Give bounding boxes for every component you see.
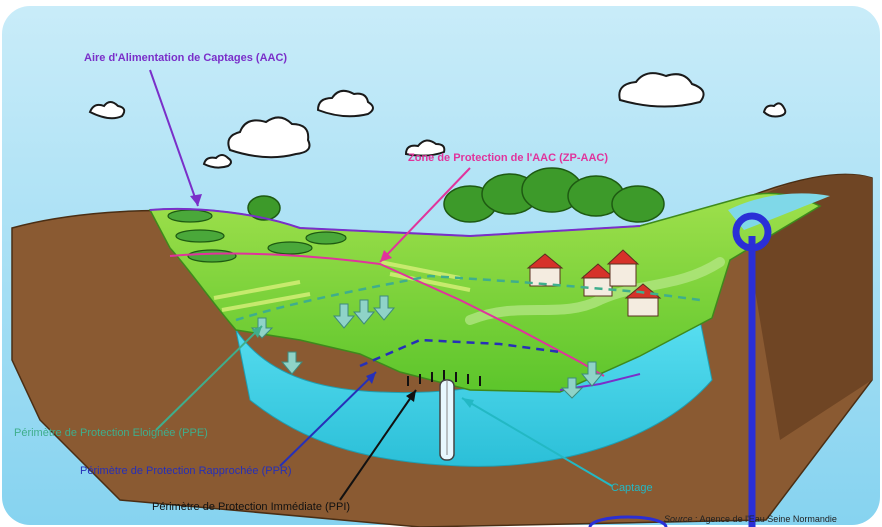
fields <box>213 260 471 312</box>
aac-boundary <box>149 207 641 238</box>
arrow <box>332 303 356 329</box>
house <box>609 261 637 287</box>
captage-label: Captage <box>611 482 653 494</box>
ppr-boundary <box>359 338 561 368</box>
arrow <box>560 377 584 399</box>
hedge <box>187 249 237 263</box>
cloud <box>316 89 374 118</box>
ppe-label: Périmètre de Protection Eloignée (PPE) <box>14 427 208 439</box>
aquifer <box>235 319 713 467</box>
village <box>526 249 662 317</box>
cloud <box>202 154 232 169</box>
cloud <box>618 72 705 108</box>
depth-marker <box>588 212 772 527</box>
clouds <box>88 72 787 169</box>
field-stripe <box>213 280 301 300</box>
field-stripe <box>379 260 461 280</box>
river <box>465 257 725 325</box>
leader-lines <box>149 69 613 501</box>
source-text: : Agence de l'Eau Seine Normandie <box>692 514 837 524</box>
roof <box>526 253 564 269</box>
zp-aac-boundary <box>169 252 605 377</box>
forest <box>247 167 665 223</box>
hedge <box>175 229 225 243</box>
hedge <box>167 209 213 223</box>
zp-leader-head <box>380 250 392 262</box>
arrow <box>280 351 304 375</box>
zp-aac-label: Zone de Protection de l'AAC (ZP-AAC) <box>408 152 609 164</box>
ppe-boundary <box>235 274 701 322</box>
ppe-leader <box>155 325 263 431</box>
valley-stream <box>728 193 830 230</box>
aac-leader-head <box>190 194 202 206</box>
ppi-label: Périmètre de Protection Immédiate (PPI) <box>152 501 351 513</box>
captage-leader <box>461 397 613 487</box>
aac-leader <box>149 69 199 207</box>
hedge <box>305 231 347 245</box>
cloud <box>88 101 126 120</box>
ppr-label: Périmètre de Protection Rapprochée (PPR) <box>80 465 292 477</box>
soil-top-dark <box>750 174 872 441</box>
source-prefix: Source <box>664 514 693 524</box>
ppe-leader-head <box>252 326 262 338</box>
roof <box>606 249 640 265</box>
cloud <box>227 116 311 159</box>
cloud <box>762 102 787 118</box>
captage-leader-head <box>462 398 474 408</box>
house <box>627 295 659 317</box>
arrow <box>580 361 604 387</box>
cloud <box>404 139 446 157</box>
captage-well <box>439 379 455 461</box>
ppi-leader-head <box>406 390 416 402</box>
ppr-leader-head <box>366 372 376 384</box>
arrow <box>372 295 396 321</box>
ppr-leader <box>279 371 377 467</box>
zp-leader <box>379 167 471 263</box>
tree <box>247 195 281 221</box>
hedge <box>267 241 313 255</box>
field-stripe <box>389 272 471 292</box>
aac-label: Aire d'Alimentation de Captages (AAC) <box>84 52 288 64</box>
hedgerows <box>167 209 347 263</box>
arrow <box>352 299 376 325</box>
roof <box>580 263 616 279</box>
source-credit: Source : Agence de l'Eau Seine Normandie <box>664 514 837 525</box>
ppi-leader <box>339 389 417 501</box>
field-stripe <box>221 292 311 312</box>
house <box>583 275 613 297</box>
ppi-fence <box>407 370 481 386</box>
tree <box>611 185 665 223</box>
